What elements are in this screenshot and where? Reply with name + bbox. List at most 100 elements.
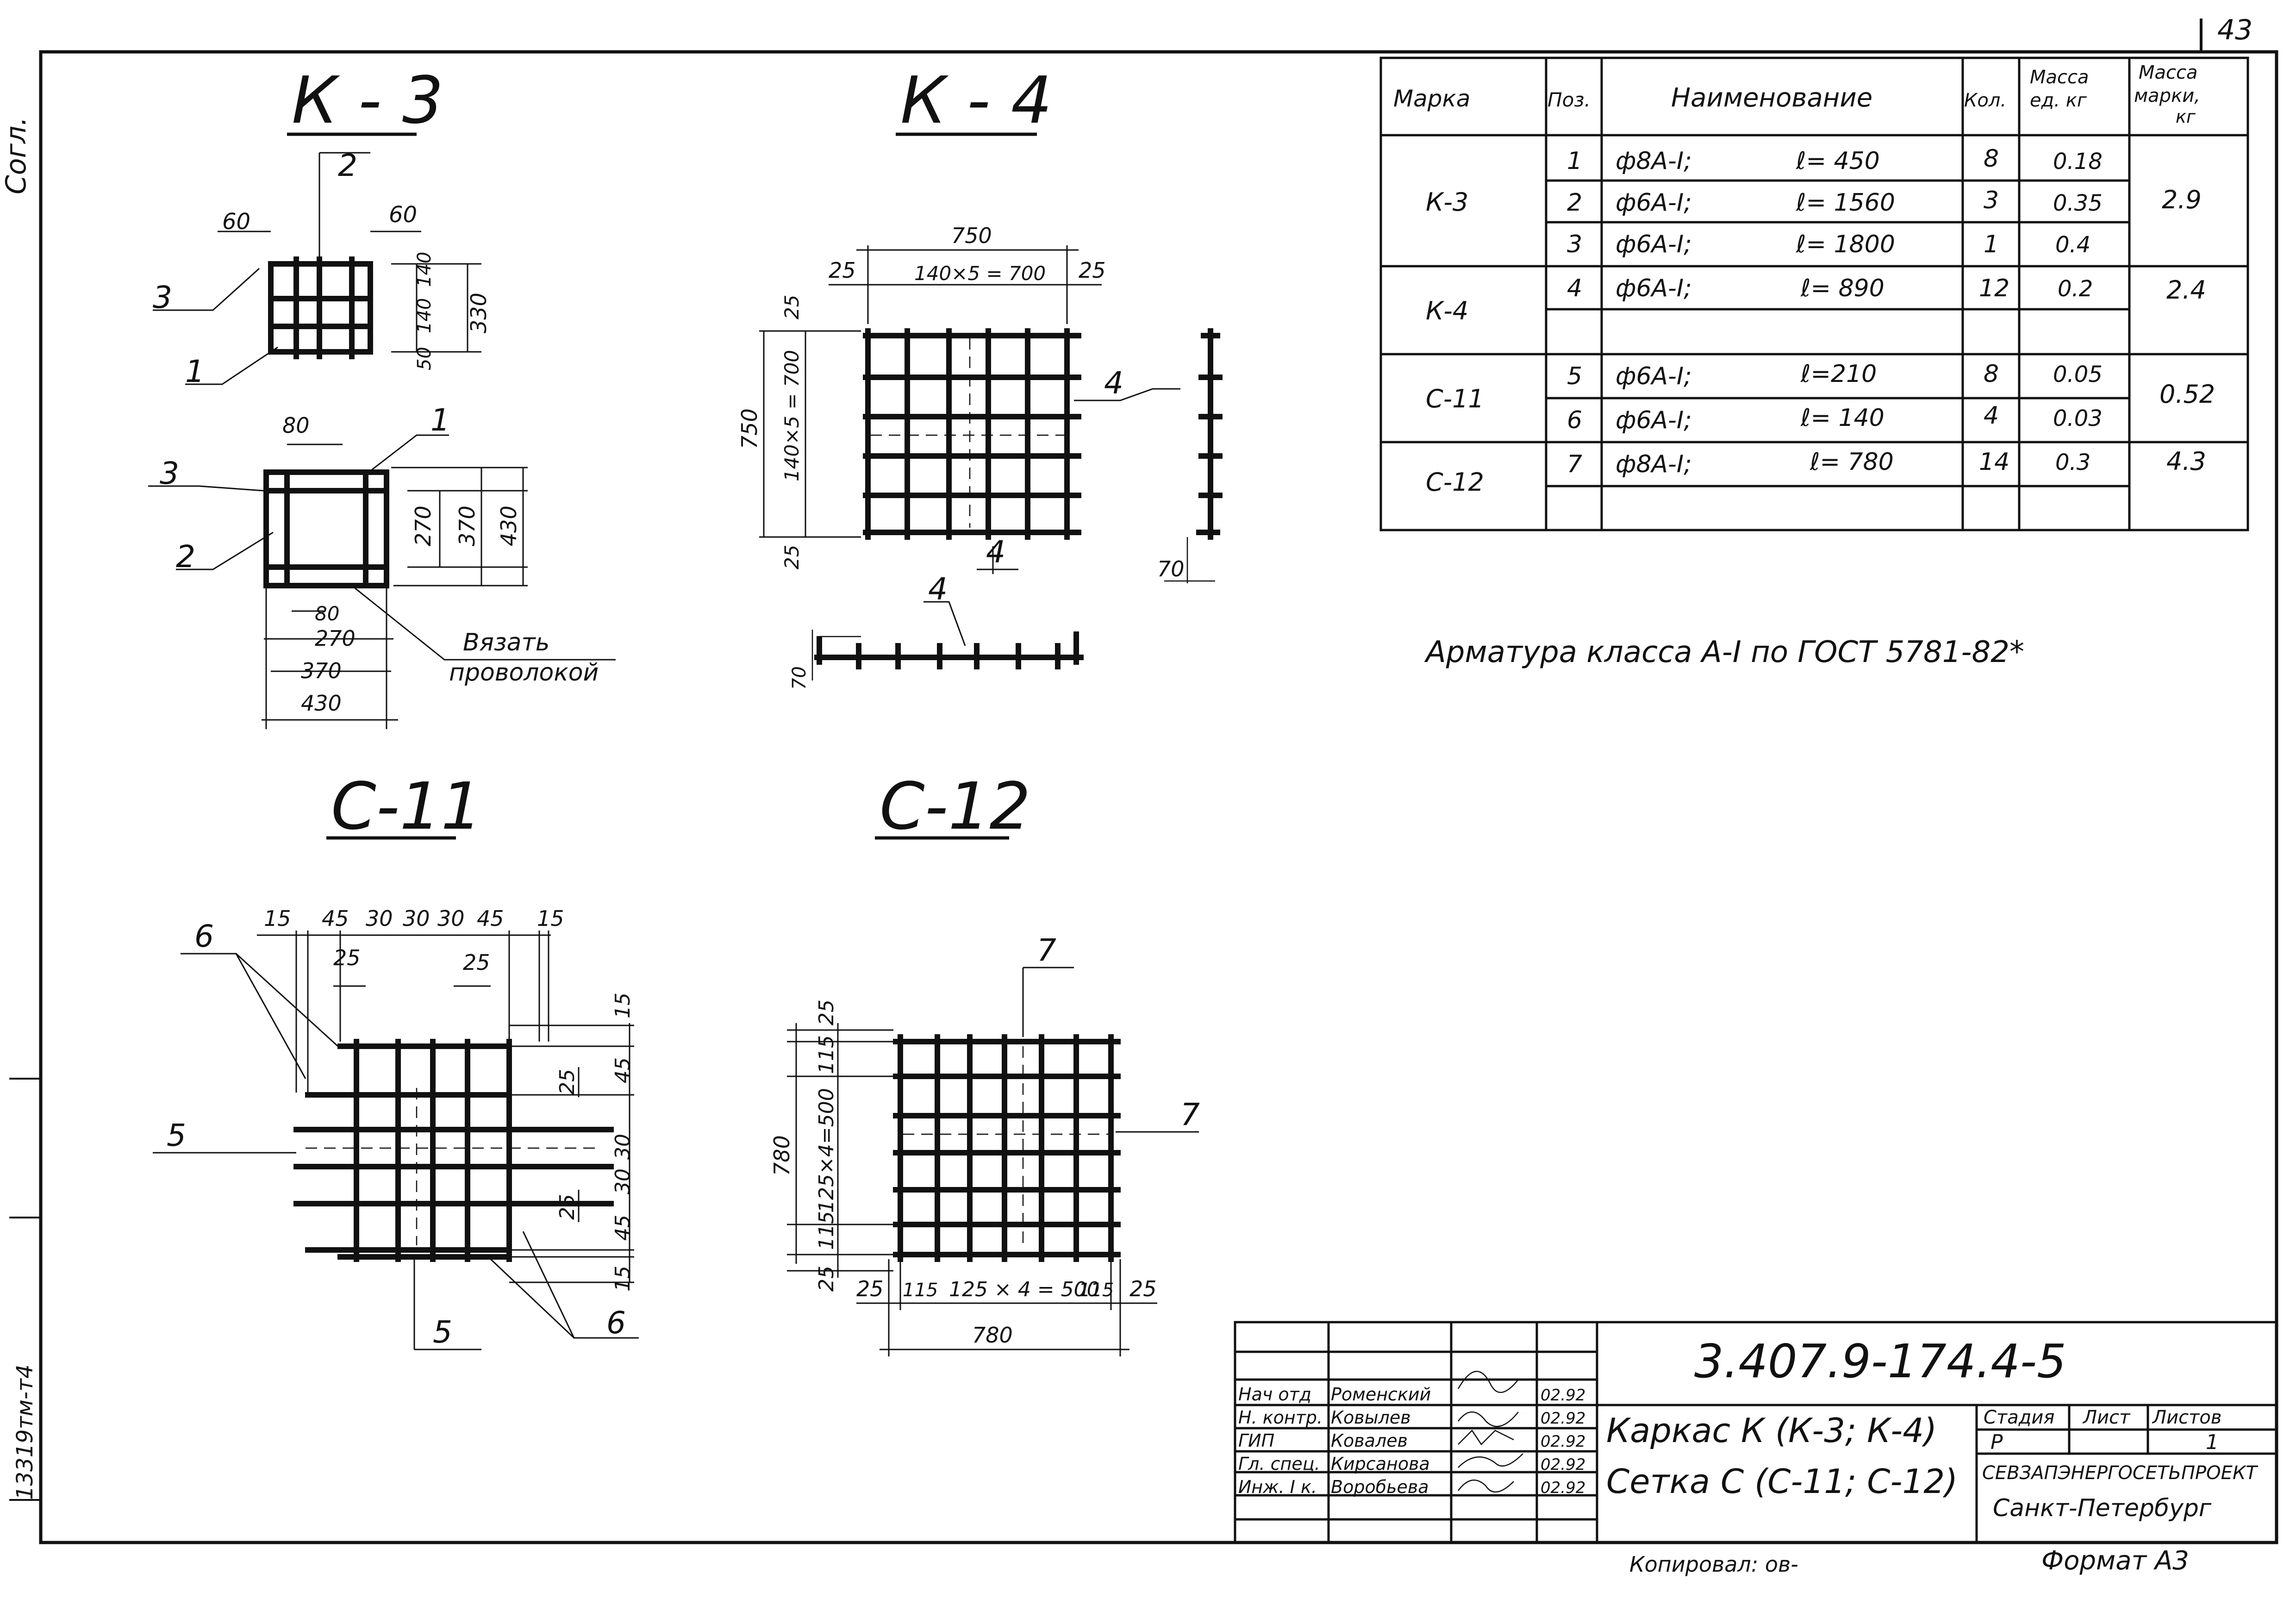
- spec-row-1: 1 ф8А-I; ℓ= 450 8 0.18: [1567, 145, 2103, 175]
- signature-date: 02.92: [1541, 1409, 1585, 1428]
- signature-row: Н. контр. Ковылев 02.92: [1238, 1407, 1585, 1428]
- spec-row-length: ℓ= 140: [1800, 404, 1884, 432]
- spec-row-pos: 4: [1567, 275, 1582, 302]
- k4-dim-140x5-v: 140×5 = 700: [780, 350, 803, 481]
- spec-row-name: ф6А-I;: [1616, 231, 1692, 258]
- spec-header-unit-mass-1: Масса: [2030, 67, 2089, 88]
- spec-row-name: ф6А-I;: [1616, 406, 1692, 434]
- c12-dim-bottom-25b: 25: [1129, 1276, 1157, 1301]
- spec-row-name: ф8А-I;: [1616, 450, 1692, 478]
- k3-dim-270-v: 270: [411, 506, 436, 546]
- spec-row-name: ф8А-I;: [1616, 147, 1692, 175]
- signature-name: Ковалев: [1331, 1430, 1408, 1451]
- signature-role: ГИП: [1238, 1430, 1274, 1451]
- spec-row-length: ℓ=210: [1800, 360, 1877, 388]
- c11-dim-right-30b: 30: [611, 1168, 635, 1194]
- signature-row: ГИП Ковалев 02.92: [1238, 1430, 1585, 1451]
- k4-bottom-profile: [811, 601, 1084, 681]
- spec-row-qty: 12: [1979, 275, 2009, 302]
- k4-dim-750-top: 750: [951, 223, 992, 248]
- k4-dim-750-v: 750: [737, 408, 762, 449]
- signature-name: Кирсанова: [1331, 1454, 1430, 1474]
- reinforcement-note: Арматура класса А-I по ГОСТ 5781-82*: [1424, 635, 2024, 669]
- spec-row-length: ℓ= 1800: [1796, 231, 1895, 258]
- k4-dim-70-side: 70: [1157, 556, 1185, 581]
- signature-mark: [1458, 1411, 1519, 1427]
- c11-dim-top-15a: 15: [264, 906, 291, 931]
- k3-side-dims: [153, 152, 481, 385]
- c12-dim-left-25a: 25: [815, 999, 838, 1025]
- spec-header-qty: Кол.: [1964, 90, 2006, 111]
- spec-row-7: 7 ф8А-I; ℓ= 780 14 0.3: [1567, 448, 2090, 478]
- k3-dim-60-left: 60: [222, 209, 250, 235]
- spec-row-length: ℓ= 1560: [1796, 189, 1895, 217]
- spec-header-pos: Поз.: [1547, 88, 1591, 111]
- k3-dim-370-h: 370: [301, 658, 342, 683]
- k3-dim-430-v: 430: [496, 506, 521, 546]
- spec-row-pos: 5: [1567, 362, 1582, 390]
- spec-row-pos: 7: [1567, 450, 1582, 478]
- c12-dim-bottom-125x4: 125 × 4 = 500: [949, 1278, 1100, 1301]
- spec-mark-k3: К-3: [1426, 187, 1468, 217]
- k4-title: К - 4: [900, 63, 1052, 138]
- signature-role: Нач отд: [1238, 1384, 1311, 1405]
- c11-dim-right-45b: 45: [611, 1215, 635, 1241]
- c11-dim-right-25a: 25: [555, 1069, 579, 1095]
- c12-dim-bottom-115b: 115: [1079, 1280, 1114, 1301]
- c11-dim-top-15b: 15: [537, 906, 564, 931]
- c11-leader-6-bottom: 6: [606, 1305, 626, 1341]
- k3-note-line2: проволокой: [449, 659, 599, 687]
- spec-row-length: ℓ= 890: [1800, 275, 1884, 302]
- k3-dim-50: 50: [414, 347, 435, 370]
- c12-dim-bottom-780: 780: [972, 1323, 1013, 1348]
- k3-dim-60-right: 60: [389, 202, 417, 228]
- spec-row-length: ℓ= 450: [1796, 147, 1880, 175]
- spec-row-name: ф6А-I;: [1616, 275, 1692, 302]
- c12-leader-7-right: 7: [1180, 1097, 1200, 1132]
- c11-dim-top-30b: 30: [403, 906, 430, 931]
- spec-row-pos: 1: [1567, 147, 1582, 175]
- k3-dim-140b: 140: [414, 298, 435, 333]
- c11-dim-right-25b: 25: [555, 1194, 579, 1220]
- title-block: 3.407.9-174.4-5 Каркас К (К-3; К-4) Сетк…: [1234, 1321, 2278, 1544]
- sheet-header: Лист: [2082, 1407, 2131, 1428]
- signature-role: Инж. I к.: [1238, 1477, 1317, 1497]
- spec-row-6: 6 ф6А-I; ℓ= 140 4 0.03: [1567, 402, 2103, 434]
- k3-leader-label-1: 1: [185, 354, 205, 389]
- spec-row-pos: 6: [1567, 406, 1582, 434]
- spec-row-length: ℓ= 780: [1809, 448, 1894, 476]
- signature-date: 02.92: [1541, 1455, 1585, 1474]
- spec-row-qty: 3: [1984, 187, 1999, 214]
- spec-row-pos: 3: [1567, 231, 1582, 258]
- signature-row: Инж. I к. Воробьева 02.92: [1238, 1477, 1585, 1497]
- stage-value: Р: [1990, 1430, 2003, 1454]
- c11-dim-right-15b: 15: [611, 1266, 635, 1292]
- c12-dim-left-115b: 115: [815, 1211, 838, 1250]
- c11-leader-5-bottom: 5: [433, 1314, 452, 1350]
- organization-name: СЕВЗАПЭНЕРГОСЕТЬПРОЕКТ: [1982, 1462, 2259, 1484]
- k3-plan-leader-1: 1: [430, 402, 450, 438]
- spec-mark-c12: С-12: [1426, 468, 1484, 497]
- doc-code: 3.407.9-174.4-5: [1694, 1334, 2066, 1388]
- k4-leader-4-side: 4: [1104, 365, 1123, 401]
- view-c12: С-12: [769, 769, 1200, 1356]
- k3-leader-label-2: 2: [338, 148, 357, 183]
- sheet-frame: [9, 19, 2278, 1544]
- spec-row-unit-mass: 0.03: [2053, 406, 2103, 431]
- spec-mass-c11: 0.52: [2159, 380, 2215, 409]
- c11-dim-right-30a: 30: [611, 1134, 635, 1160]
- k4-dim-25-bottom-v: 25: [780, 545, 803, 569]
- spec-header-mark-mass-3: кг: [2176, 106, 2196, 127]
- spec-row-name: ф6А-I;: [1616, 189, 1692, 217]
- k3-dim-270-h: 270: [315, 626, 356, 651]
- c12-leader-7-top: 7: [1037, 932, 1056, 968]
- k3-plan-leader-3: 3: [160, 456, 179, 491]
- k4-dims: [759, 245, 1180, 574]
- spec-row-unit-mass: 0.4: [2055, 232, 2090, 258]
- c11-title: С-11: [331, 769, 482, 844]
- signature-row: Гл. спец. Кирсанова 02.92: [1238, 1453, 1585, 1474]
- spec-header-mark-mass-1: Масса: [2139, 62, 2198, 83]
- spec-row-qty: 14: [1979, 448, 2009, 476]
- spec-mark-k4: К-4: [1426, 296, 1468, 325]
